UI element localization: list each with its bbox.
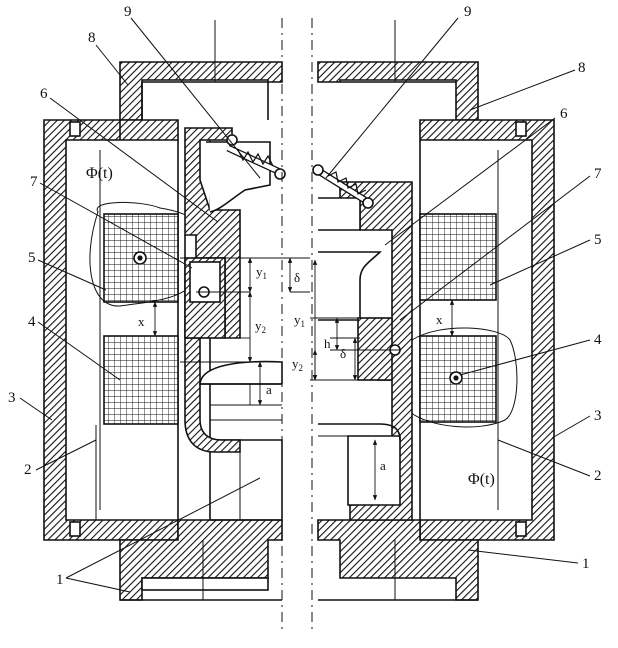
- label-2-right: 2: [594, 468, 602, 484]
- dim-y2-right: y2: [292, 356, 303, 373]
- label-6-left: 6: [40, 86, 48, 102]
- label-4-left: 4: [28, 314, 36, 330]
- dim-y1-left: y1: [256, 264, 267, 281]
- flux-label-left: Φ(t): [86, 165, 113, 182]
- label-3-left: 3: [8, 390, 16, 406]
- coil-lower-left: [104, 336, 178, 424]
- label-1-right: 1: [582, 556, 590, 572]
- dim-y2-left: y2: [255, 318, 266, 335]
- coil-upper-right: [420, 214, 496, 300]
- dim-a-right: a: [380, 458, 386, 473]
- dim-a-left: a: [266, 382, 272, 397]
- label-6-right: 6: [560, 106, 568, 122]
- label-9-left: 9: [124, 4, 132, 20]
- label-7-left: 7: [30, 174, 38, 190]
- label-4-right: 4: [594, 332, 602, 348]
- flux-label-right: Φ(t): [468, 471, 495, 488]
- label-8-right: 8: [578, 60, 586, 76]
- dim-x-left: x: [138, 314, 145, 329]
- dim-x-right: x: [436, 312, 443, 327]
- label-9-right: 9: [464, 4, 472, 20]
- label-2-left: 2: [24, 462, 32, 478]
- dim-delta-left: δ: [294, 270, 300, 285]
- label-8-left: 8: [88, 30, 96, 46]
- label-5-left: 5: [28, 250, 36, 266]
- outer-housing-left: [44, 120, 178, 540]
- label-1-left: 1: [56, 572, 64, 588]
- dim-y1-right: y1: [294, 312, 305, 329]
- top-cap-left: [120, 62, 282, 120]
- dim-h-right: h: [324, 336, 331, 351]
- label-5-right: 5: [594, 232, 602, 248]
- dim-delta-right: δ: [340, 346, 346, 361]
- label-7-right: 7: [594, 166, 602, 182]
- label-3-right: 3: [594, 408, 602, 424]
- pole-piece-right: [358, 318, 392, 380]
